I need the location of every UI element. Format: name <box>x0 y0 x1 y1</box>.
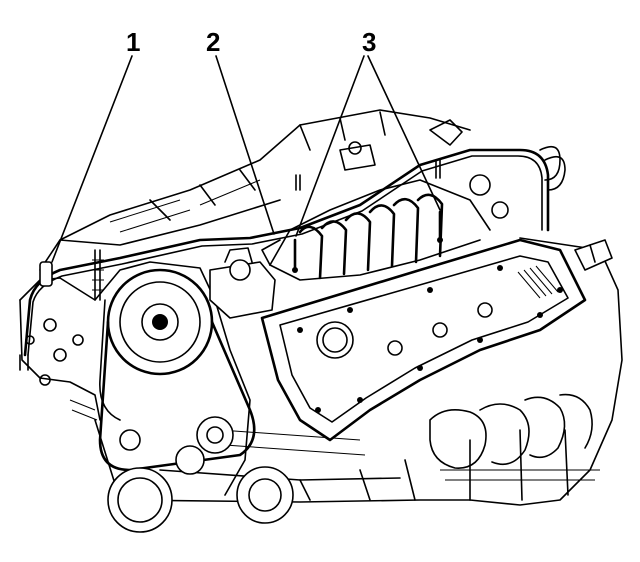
fuel-rail <box>19 145 566 371</box>
studs <box>292 159 443 273</box>
cap-block <box>209 247 276 319</box>
rear-connector <box>574 239 613 271</box>
right-valve-cover <box>260 238 587 442</box>
engine-block <box>94 419 471 503</box>
intake-manifold <box>261 119 509 281</box>
callout-label-1: 1 <box>126 27 140 57</box>
callout-label-3: 3 <box>362 27 376 57</box>
callout-1: 1 <box>51 27 140 263</box>
callout-3: 3 <box>295 27 441 237</box>
callout-label-2: 2 <box>206 27 220 57</box>
exhaust-manifold <box>429 237 623 506</box>
callout-leader-2 <box>215 55 275 235</box>
left-cylinder-head <box>39 109 471 271</box>
engine-illustration <box>19 109 623 533</box>
callout-2: 2 <box>206 27 275 235</box>
lower-left-detail <box>69 299 141 451</box>
callout-leader-3a <box>295 55 365 237</box>
front-pulleys <box>19 249 294 533</box>
callout-leader-3b <box>367 55 441 211</box>
callout-leader-1 <box>51 55 133 263</box>
